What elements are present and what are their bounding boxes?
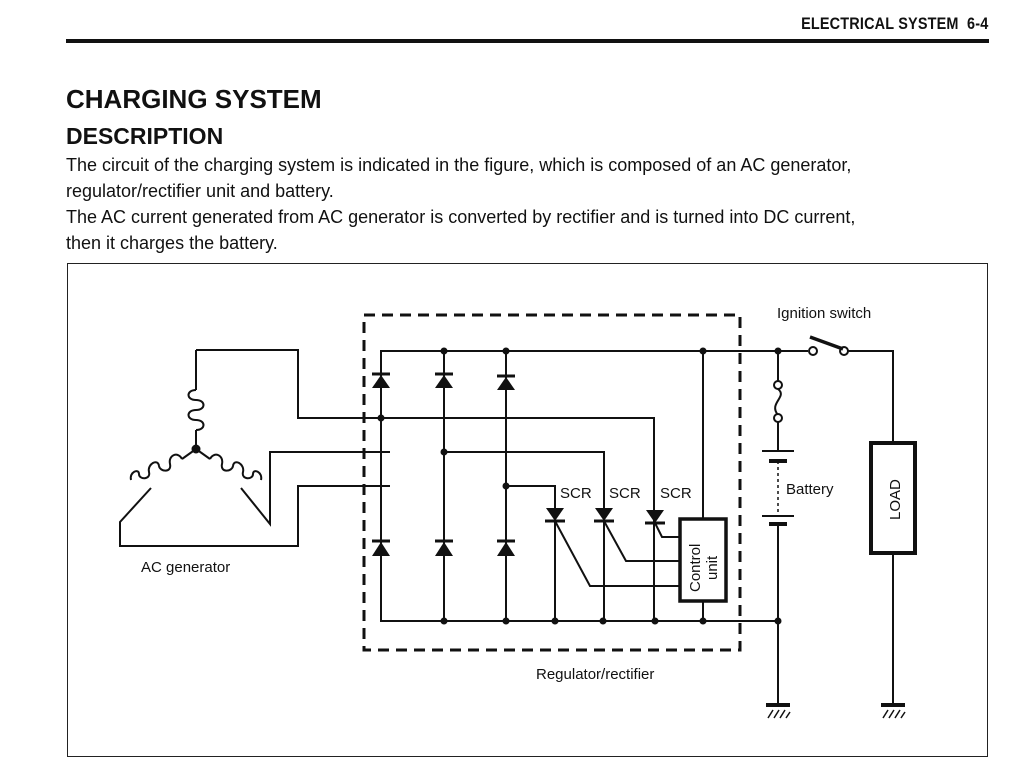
label-scr: SCR — [660, 485, 692, 502]
label-ignition-switch: Ignition switch — [777, 305, 871, 322]
header-page-number: 6-4 — [966, 14, 988, 33]
ground-icon — [881, 703, 906, 719]
paragraph-line: regulator/rectifier unit and battery. — [66, 181, 334, 201]
ignition-switch-icon — [808, 335, 849, 356]
label-ac-generator: AC generator — [141, 559, 230, 576]
running-header: ELECTRICAL SYSTEM 6-4 — [801, 14, 988, 34]
header-rule — [66, 39, 989, 43]
paragraph-line: The AC current generated from AC generat… — [66, 207, 856, 227]
label-load: LOAD — [887, 479, 904, 520]
label-scr: SCR — [609, 485, 641, 502]
label-control-unit-line1: Control — [687, 544, 704, 592]
section-heading: DESCRIPTION — [66, 123, 224, 149]
ac-generator — [119, 349, 390, 547]
label-regulator-rectifier: Regulator/rectifier — [536, 666, 654, 683]
page-title: CHARGING SYSTEM — [66, 84, 322, 114]
label-control-unit-line2: unit — [704, 555, 721, 580]
label-battery: Battery — [786, 481, 834, 498]
figure-frame — [67, 263, 988, 757]
coil-right — [209, 453, 263, 481]
fuse-icon — [773, 380, 783, 423]
paragraph-line: The circuit of the charging system is in… — [66, 155, 852, 175]
ground-icon — [766, 703, 791, 719]
regulator-rectifier-boundary — [362, 313, 742, 652]
header-section: ELECTRICAL SYSTEM — [800, 14, 959, 33]
coil-top — [187, 389, 205, 431]
label-scr: SCR — [560, 485, 592, 502]
paragraph-line: then it charges the battery. — [66, 233, 278, 253]
coil-left — [129, 453, 183, 481]
